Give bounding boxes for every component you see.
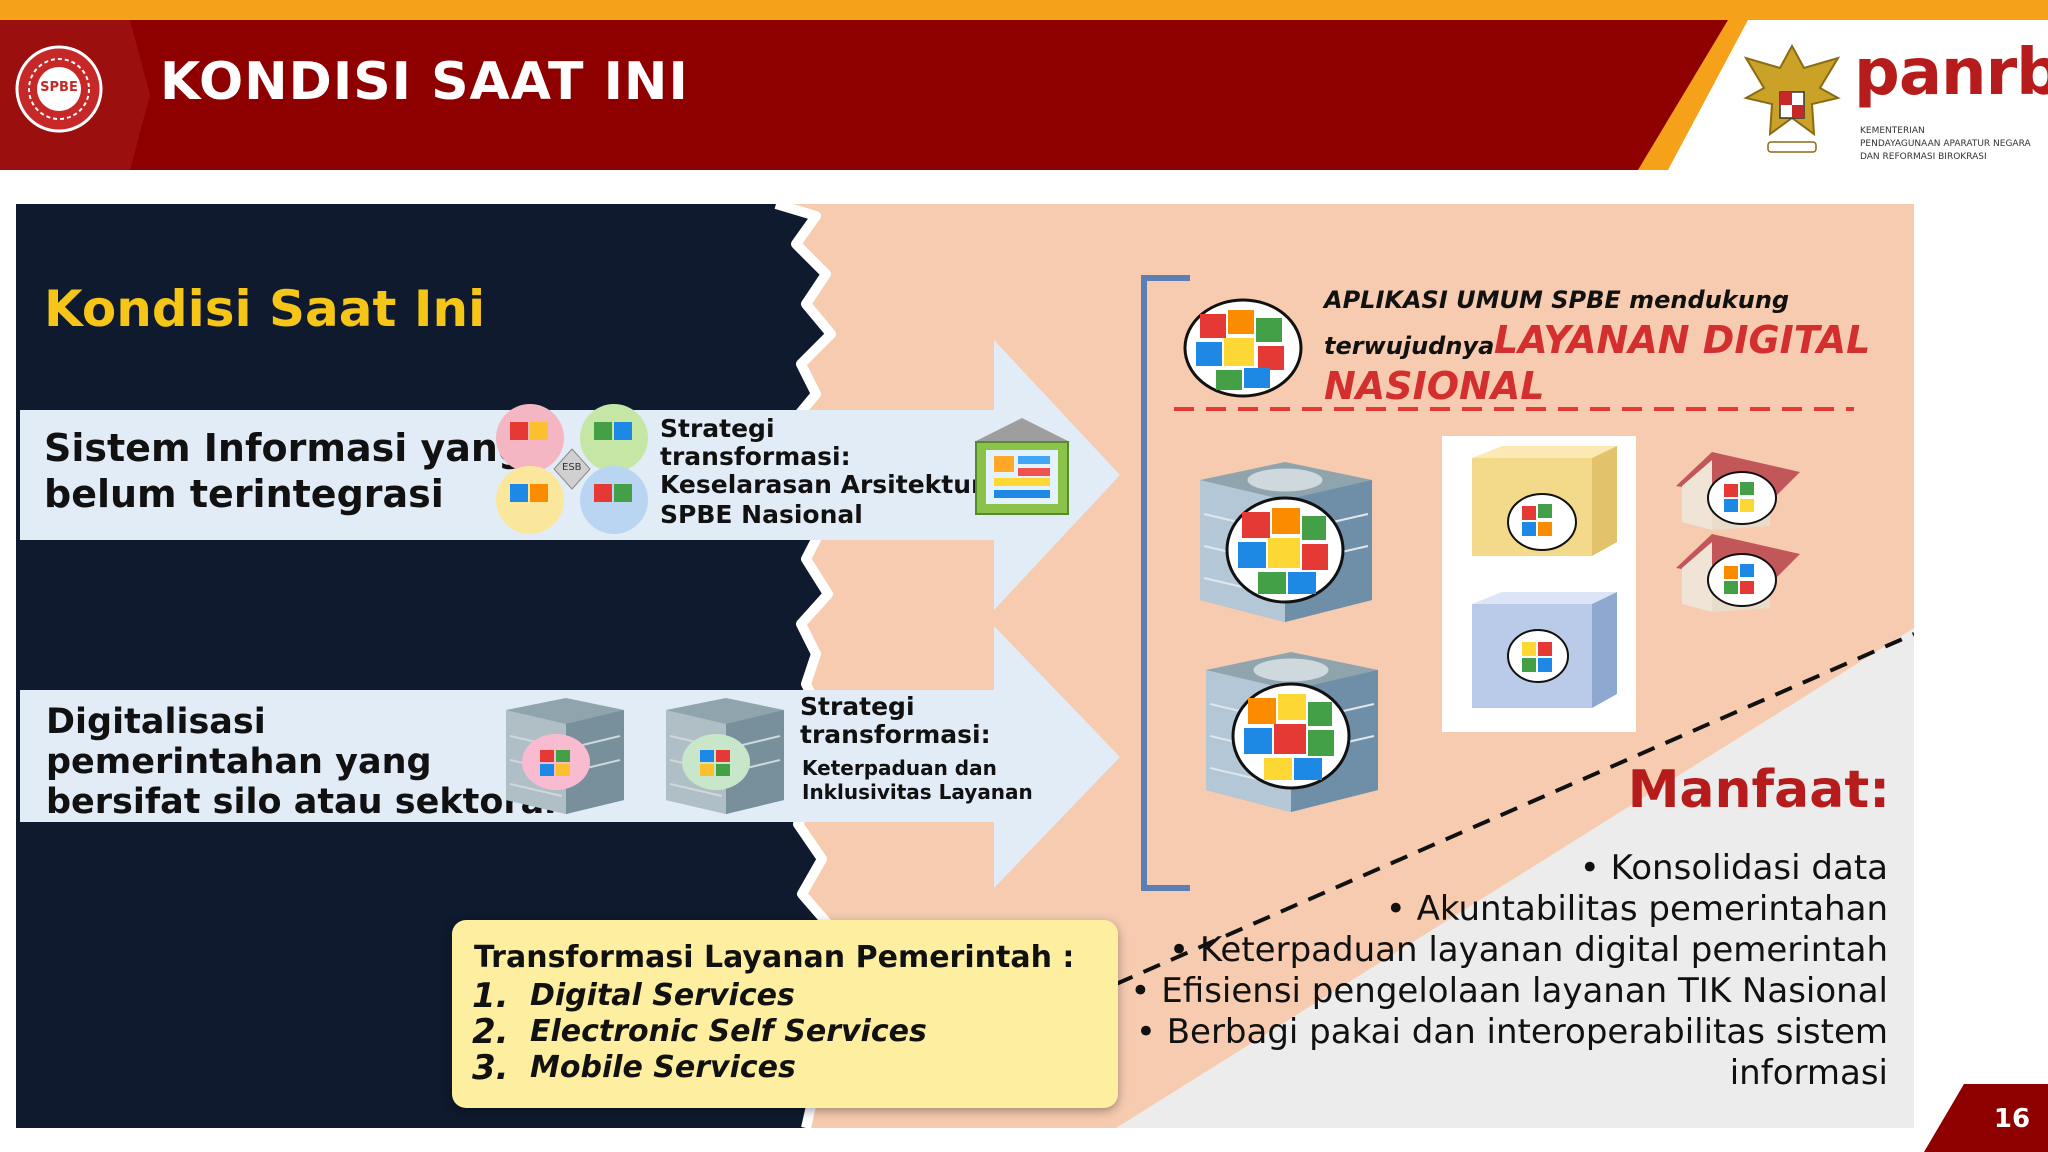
row1-strategy-line3: Keselarasan Arsitektur (660, 470, 984, 499)
callout-item-label-2: Electronic Self Services (530, 1014, 927, 1049)
integration-diagram: ESB (492, 404, 652, 534)
architecture-diagram-icon (972, 416, 1072, 518)
bullet-dot: • (1135, 1012, 1167, 1052)
headline-highlight-2: NASIONAL (1324, 364, 1545, 408)
row1-label-line2: belum terintegrasi (44, 472, 444, 516)
row2-label-line3: bersifat silo atau sektoral (46, 782, 557, 822)
bullet-dot: • (1130, 971, 1162, 1011)
benefit-item-1-text: Konsolidasi data (1610, 848, 1888, 888)
callout-item-num-2: 2. (472, 1012, 509, 1052)
page-number-badge (1924, 1084, 2048, 1152)
row1-strategy-line4: SPBE Nasional (660, 500, 863, 529)
bullet-dot: • (1385, 889, 1417, 929)
headline-line1: APLIKASI UMUM SPBE mendukung (1324, 286, 1790, 314)
benefit-item-1: • Konsolidasi data (1580, 848, 1888, 888)
callout-title: Transformasi Layanan Pemerintah : (474, 940, 1075, 975)
transformation-callout: Transformasi Layanan Pemerintah : 1. Dig… (452, 920, 1118, 1108)
panrb-brand: panrb (1854, 36, 2048, 110)
row2-label-line2: pemerintahan yang (46, 742, 432, 782)
benefit-item-4-text: Efisiensi pengelolaan layanan TIK Nasion… (1161, 971, 1888, 1011)
row1-label-line1: Sistem Informasi yang (44, 426, 526, 470)
row2-strategy-line4: Inklusivitas Layanan (802, 780, 1033, 804)
callout-item-num-1: 1. (472, 976, 509, 1016)
headline-dashed-underline (1174, 407, 1854, 411)
garuda-emblem-icon (1742, 38, 1842, 164)
benefit-item-5: • Berbagi pakai dan interoperabilitas si… (1136, 1012, 1888, 1052)
house-icon-1 (1672, 446, 1806, 536)
bullet-dot: • (1579, 848, 1611, 888)
benefit-item-3-text: Keterpaduan layanan digital pemerintah (1199, 930, 1888, 970)
callout-item-label-1: Digital Services (530, 978, 795, 1013)
office-building-icon-2 (1196, 640, 1386, 820)
silo-building-icon-1 (496, 690, 632, 818)
headline-line2-prefix: terwujudnya (1324, 332, 1495, 360)
silo-building-icon-2 (656, 690, 792, 818)
row2-strategy-line3: Keterpaduan dan (802, 756, 997, 780)
callout-item-label-3: Mobile Services (530, 1050, 796, 1085)
bullet-dot: • (1168, 930, 1200, 970)
top-accent-band (0, 0, 2048, 20)
benefit-item-4: • Efisiensi pengelolaan layanan TIK Nasi… (1130, 971, 1888, 1011)
page-number: 16 (1993, 1104, 2031, 1134)
callout-item-num-3: 3. (472, 1048, 509, 1088)
ministry-line-3: DAN REFORMASI BIROKRASI (1860, 152, 1987, 162)
benefit-item-2-text: Akuntabilitas pemerintahan (1416, 889, 1888, 929)
bracket-line (1141, 275, 1190, 891)
row2-strategy-line2: transformasi: (800, 720, 991, 749)
office-building-icon-1 (1190, 450, 1380, 630)
ministry-line-1: KEMENTERIAN (1860, 126, 1925, 136)
regional-offices-card (1442, 436, 1636, 732)
row2-label-line1: Digitalisasi (46, 702, 266, 742)
section-title: Kondisi Saat Ini (44, 280, 486, 338)
benefit-item-3: • Keterpaduan layanan digital pemerintah (1169, 930, 1888, 970)
spbe-logo: SPBE (14, 44, 104, 134)
esb-label: ESB (562, 462, 582, 473)
page-title: KONDISI SAAT INI (160, 52, 689, 112)
row1-strategy-line1: Strategi (660, 414, 775, 443)
house-icon-2 (1672, 528, 1806, 618)
benefit-item-2: • Akuntabilitas pemerintahan (1386, 889, 1888, 929)
row1-strategy-line2: transformasi: (660, 442, 851, 471)
row2-strategy-line1: Strategi (800, 692, 915, 721)
ministry-line-2: PENDAYAGUNAAN APARATUR NEGARA (1860, 139, 2031, 149)
benefits-title: Manfaat: (1627, 760, 1890, 820)
benefit-item-5-continued: informasi (1729, 1053, 1888, 1093)
spbe-logo-text: SPBE (40, 80, 78, 95)
benefit-item-5-text: Berbagi pakai dan interoperabilitas sist… (1166, 1012, 1888, 1052)
puzzle-globe-icon (1182, 296, 1304, 400)
headline-highlight-1: LAYANAN DIGITAL (1494, 318, 1871, 362)
